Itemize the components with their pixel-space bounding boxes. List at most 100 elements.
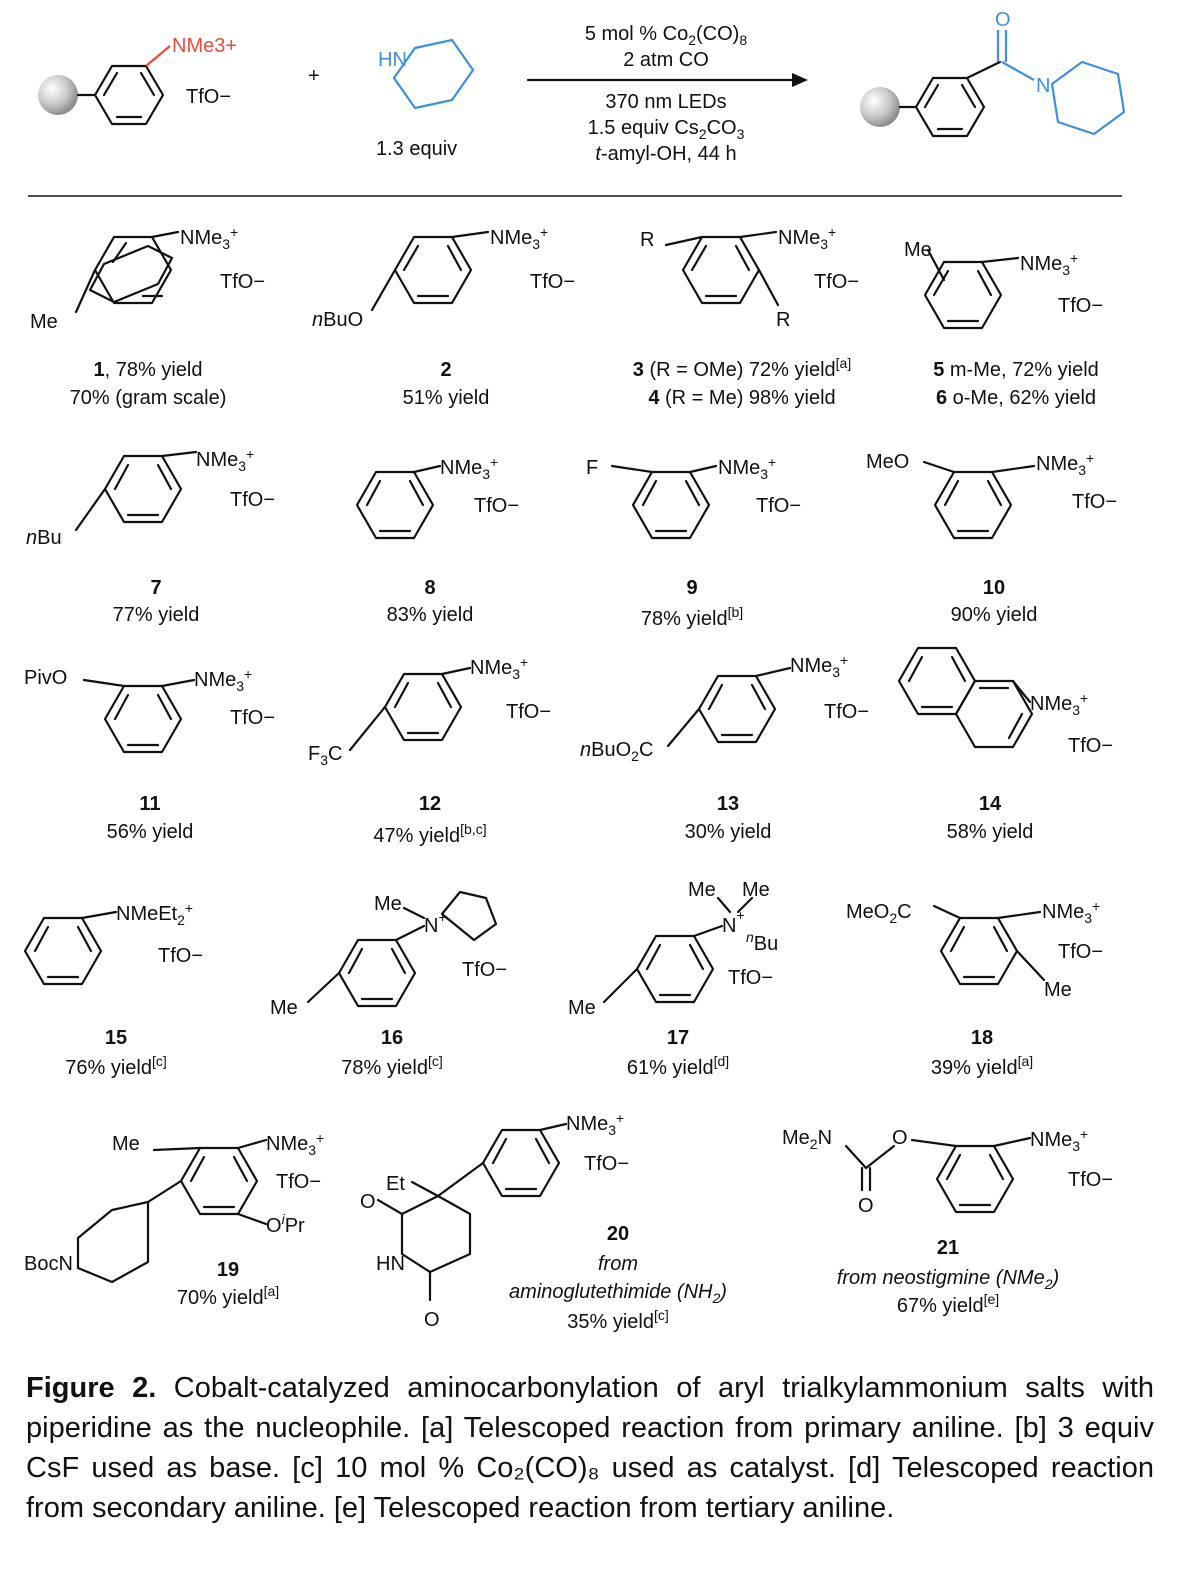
compound-10-amm: NMe3+ — [1036, 450, 1094, 478]
compound-5-amm: NMe3+ — [1020, 250, 1078, 278]
compound-20-hn: HN — [376, 1253, 405, 1275]
compound-5-6: Me NMe3+ TfO− 5 m-Me, 72% yield 6 o-Me, … — [904, 239, 1103, 409]
compound-17-nbu: nBu — [746, 929, 778, 955]
compound-8-id: 8 — [424, 577, 435, 599]
compound-19-id: 19 — [217, 1259, 239, 1281]
amine-equiv: 1.3 equiv — [376, 138, 457, 160]
compound-12-yield: 47% yield[b,c] — [373, 821, 486, 847]
compound-1-gram: 70% (gram scale) — [70, 387, 227, 409]
compound-16-me2: Me — [270, 997, 298, 1019]
compound-3-4: R NMe3+ TfO− R 3 (R = OMe) 72% yield[a] … — [633, 224, 859, 409]
compound-7-amm: NMe3+ — [196, 446, 254, 474]
compound-18-id: 18 — [971, 1027, 993, 1049]
cond-solvent: t-amyl-OH, 44 h — [595, 143, 736, 165]
compound-1-tfo: TfO− — [220, 271, 265, 293]
compound-12: NMe3+ TfO− F3C 12 47% yield[b,c] — [308, 654, 551, 847]
compound-20-amm: NMe3+ — [566, 1110, 624, 1138]
compound-21: Me2N O O NMe3+ TfO− 21 from neostigmine … — [782, 1126, 1113, 1317]
product-nitrogen: N — [1036, 75, 1050, 97]
compound-16-yield: 78% yield[c] — [341, 1053, 443, 1079]
compound-17-me1: Me — [688, 879, 716, 901]
compound-17-me3: Me — [568, 997, 596, 1019]
compound-14-amm: NMe3+ — [1030, 690, 1088, 718]
compound-1: NMe3+ TfO− Me 1, 78% yield 70% (gram sca… — [30, 224, 265, 409]
compound-20: NMe3+ TfO− Et O HN O 20 from aminoglutet… — [360, 1110, 727, 1333]
compound-9: F NMe3+ TfO− 9 78% yield[b] — [586, 454, 801, 630]
compound-8-amm: NMe3+ — [440, 454, 498, 482]
compound-10-id: 10 — [983, 577, 1005, 599]
compound-11: PivO NMe3+ TfO− 11 56% yield — [24, 666, 275, 843]
compound-15: NMeEt2+ TfO− 15 76% yield[c] — [23, 900, 203, 1079]
compound-16: Me N+ TfO− Me 16 78% yield[c] — [270, 890, 507, 1079]
compound-3-tfo: TfO− — [814, 271, 859, 293]
compound-16-me: Me — [374, 893, 402, 915]
compound-2: NMe3+ TfO− nBuO 2 51% yield — [312, 224, 575, 409]
compound-20-yield: 35% yield[c] — [567, 1307, 669, 1333]
compound-18-ester: MeO2C — [846, 901, 912, 926]
compound-19-me: Me — [112, 1133, 140, 1155]
compound-21-tfo: TfO− — [1068, 1169, 1113, 1191]
compound-20-et: Et — [386, 1173, 405, 1195]
cond-catalyst: 5 mol % Co2(CO)8 — [585, 23, 748, 48]
compound-12-cf3: F3C — [308, 743, 342, 768]
compound-18: MeO2C NMe3+ TfO− Me 18 39% yield[a] — [846, 898, 1103, 1079]
compound-1-me: Me — [30, 311, 58, 333]
compound-11-pivo: PivO — [24, 667, 67, 689]
compound-16-n: N+ — [424, 909, 447, 937]
compound-4-yield: 4 (R = Me) 98% yield — [648, 387, 835, 409]
scheme-arrow: 5 mol % Co2(CO)8 2 atm CO 370 nm LEDs 1.… — [526, 23, 808, 165]
scheme-plus: + — [308, 65, 320, 87]
compound-13-tfo: TfO− — [824, 701, 869, 723]
compound-12-tfo: TfO− — [506, 701, 551, 723]
caption-label: Figure 2. — [26, 1372, 157, 1404]
compound-11-amm: NMe3+ — [194, 666, 252, 694]
compound-9-tfo: TfO− — [756, 495, 801, 517]
compound-15-yield: 76% yield[c] — [65, 1053, 167, 1079]
compound-19-oipr: OiPr — [266, 1211, 305, 1237]
compound-6-yield: 6 o-Me, 62% yield — [936, 387, 1096, 409]
compound-2-tfo: TfO− — [530, 271, 575, 293]
compound-20-source: aminoglutethimide (NH2) — [509, 1281, 727, 1306]
cond-base: 1.5 equiv Cs2CO3 — [588, 117, 745, 142]
compound-21-yield: 67% yield[e] — [897, 1291, 999, 1317]
compound-8: NMe3+ TfO− 8 83% yield — [355, 454, 519, 626]
scheme-reactant: NMe3+ TfO− — [38, 35, 237, 126]
compound-20-o2: O — [424, 1309, 440, 1331]
compound-7-yield: 77% yield — [113, 604, 200, 626]
compound-19-yield: 70% yield[a] — [177, 1283, 279, 1309]
compound-10-meo: MeO — [866, 451, 909, 473]
product-sphere-icon — [860, 87, 900, 127]
compound-18-me: Me — [1044, 979, 1072, 1001]
compound-8-tfo: TfO− — [474, 495, 519, 517]
compound-5-tfo: TfO− — [1058, 295, 1103, 317]
compound-21-nme2: Me2N — [782, 1127, 832, 1152]
caption-text: Cobalt-catalyzed aminocarbonylation of a… — [26, 1372, 1154, 1524]
compound-10-yield: 90% yield — [951, 604, 1038, 626]
product-oxygen: O — [995, 9, 1011, 31]
compound-3-r2: R — [776, 309, 790, 331]
compound-14-id: 14 — [979, 793, 1002, 815]
compound-7-nbu: nBu — [26, 527, 62, 549]
compound-3-r1: R — [640, 229, 654, 251]
scheme-product: O N — [860, 9, 1126, 138]
compound-9-f: F — [586, 457, 598, 479]
compound-14-tfo: TfO− — [1068, 735, 1113, 757]
compound-21-id: 21 — [937, 1237, 959, 1259]
compound-5-yield: 5 m-Me, 72% yield — [933, 359, 1099, 381]
compound-19-bocn: BocN — [24, 1253, 73, 1275]
compound-11-tfo: TfO− — [230, 707, 275, 729]
compound-21-amm: NMe3+ — [1030, 1126, 1088, 1154]
compound-13-id: 13 — [717, 793, 739, 815]
compound-11-yield: 56% yield — [107, 821, 194, 843]
compound-16-id: 16 — [381, 1027, 403, 1049]
compound-17: Me Me N+ nBu TfO− Me 17 61% yield[d] — [568, 879, 778, 1079]
compound-18-yield: 39% yield[a] — [931, 1053, 1033, 1079]
compound-8-yield: 83% yield — [387, 604, 474, 626]
compound-18-tfo: TfO− — [1058, 941, 1103, 963]
reactant-counterion: TfO− — [186, 86, 231, 108]
compound-15-id: 15 — [105, 1027, 127, 1049]
compound-13-yield: 30% yield — [685, 821, 772, 843]
compound-21-source: from neostigmine (NMe2) — [837, 1267, 1059, 1292]
cond-leds: 370 nm LEDs — [605, 91, 726, 113]
compound-7-id: 7 — [150, 577, 161, 599]
